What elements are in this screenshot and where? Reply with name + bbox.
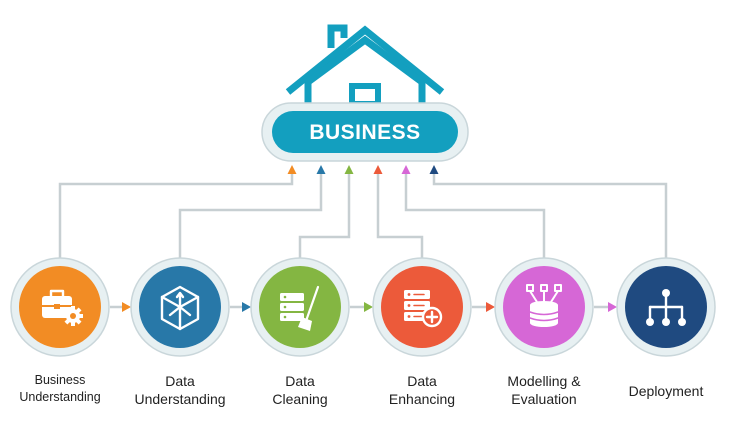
- step-circle: [250, 257, 350, 357]
- flow-arrowhead: [608, 302, 617, 312]
- connector-line: [404, 174, 546, 259]
- flow-arrowhead: [364, 302, 373, 312]
- hierarchy-icon: [646, 289, 686, 326]
- hub-arrowhead: [287, 165, 297, 174]
- connector-line: [298, 174, 351, 259]
- hub-arrowhead: [429, 165, 439, 174]
- flow-arrowhead: [122, 302, 131, 312]
- server-broom-icon: [280, 285, 320, 331]
- cube-arrows-icon: [160, 285, 200, 331]
- connector-line: [376, 174, 424, 259]
- step-label: Data Enhancing: [388, 373, 456, 407]
- hub-arrowhead: [373, 165, 383, 174]
- step-circle: [10, 257, 110, 357]
- flow-arrows: [110, 302, 617, 312]
- flow-arrowhead: [486, 302, 495, 312]
- step-label: Data Cleaning: [272, 373, 328, 407]
- briefcase-gear-icon: [41, 289, 83, 326]
- step-circle: [494, 257, 594, 357]
- hub-arrowhead: [401, 165, 411, 174]
- hub-arrowhead: [316, 165, 326, 174]
- connector-line: [178, 174, 323, 259]
- business-hub: BUSINESS: [261, 102, 469, 162]
- step-label: Business Understanding: [19, 373, 101, 404]
- step-circle: [130, 257, 230, 357]
- step-label: Modelling & Evaluation: [507, 373, 581, 407]
- house-icon: [285, 24, 445, 107]
- connector-line: [432, 174, 668, 259]
- hub-label: BUSINESS: [309, 121, 420, 144]
- step-circle: [372, 257, 472, 357]
- server-plus-icon: [404, 290, 443, 328]
- steps: [10, 257, 716, 357]
- connectors: [58, 174, 668, 259]
- database-network-icon: [526, 284, 562, 327]
- step-circle: [616, 257, 716, 357]
- step-label: Data Understanding: [134, 373, 226, 407]
- flow-arrowhead: [242, 302, 251, 312]
- hub-arrowhead: [344, 165, 354, 174]
- step-label: Deployment: [628, 383, 704, 399]
- connector-line: [58, 174, 294, 259]
- hub-arrows: [287, 165, 439, 174]
